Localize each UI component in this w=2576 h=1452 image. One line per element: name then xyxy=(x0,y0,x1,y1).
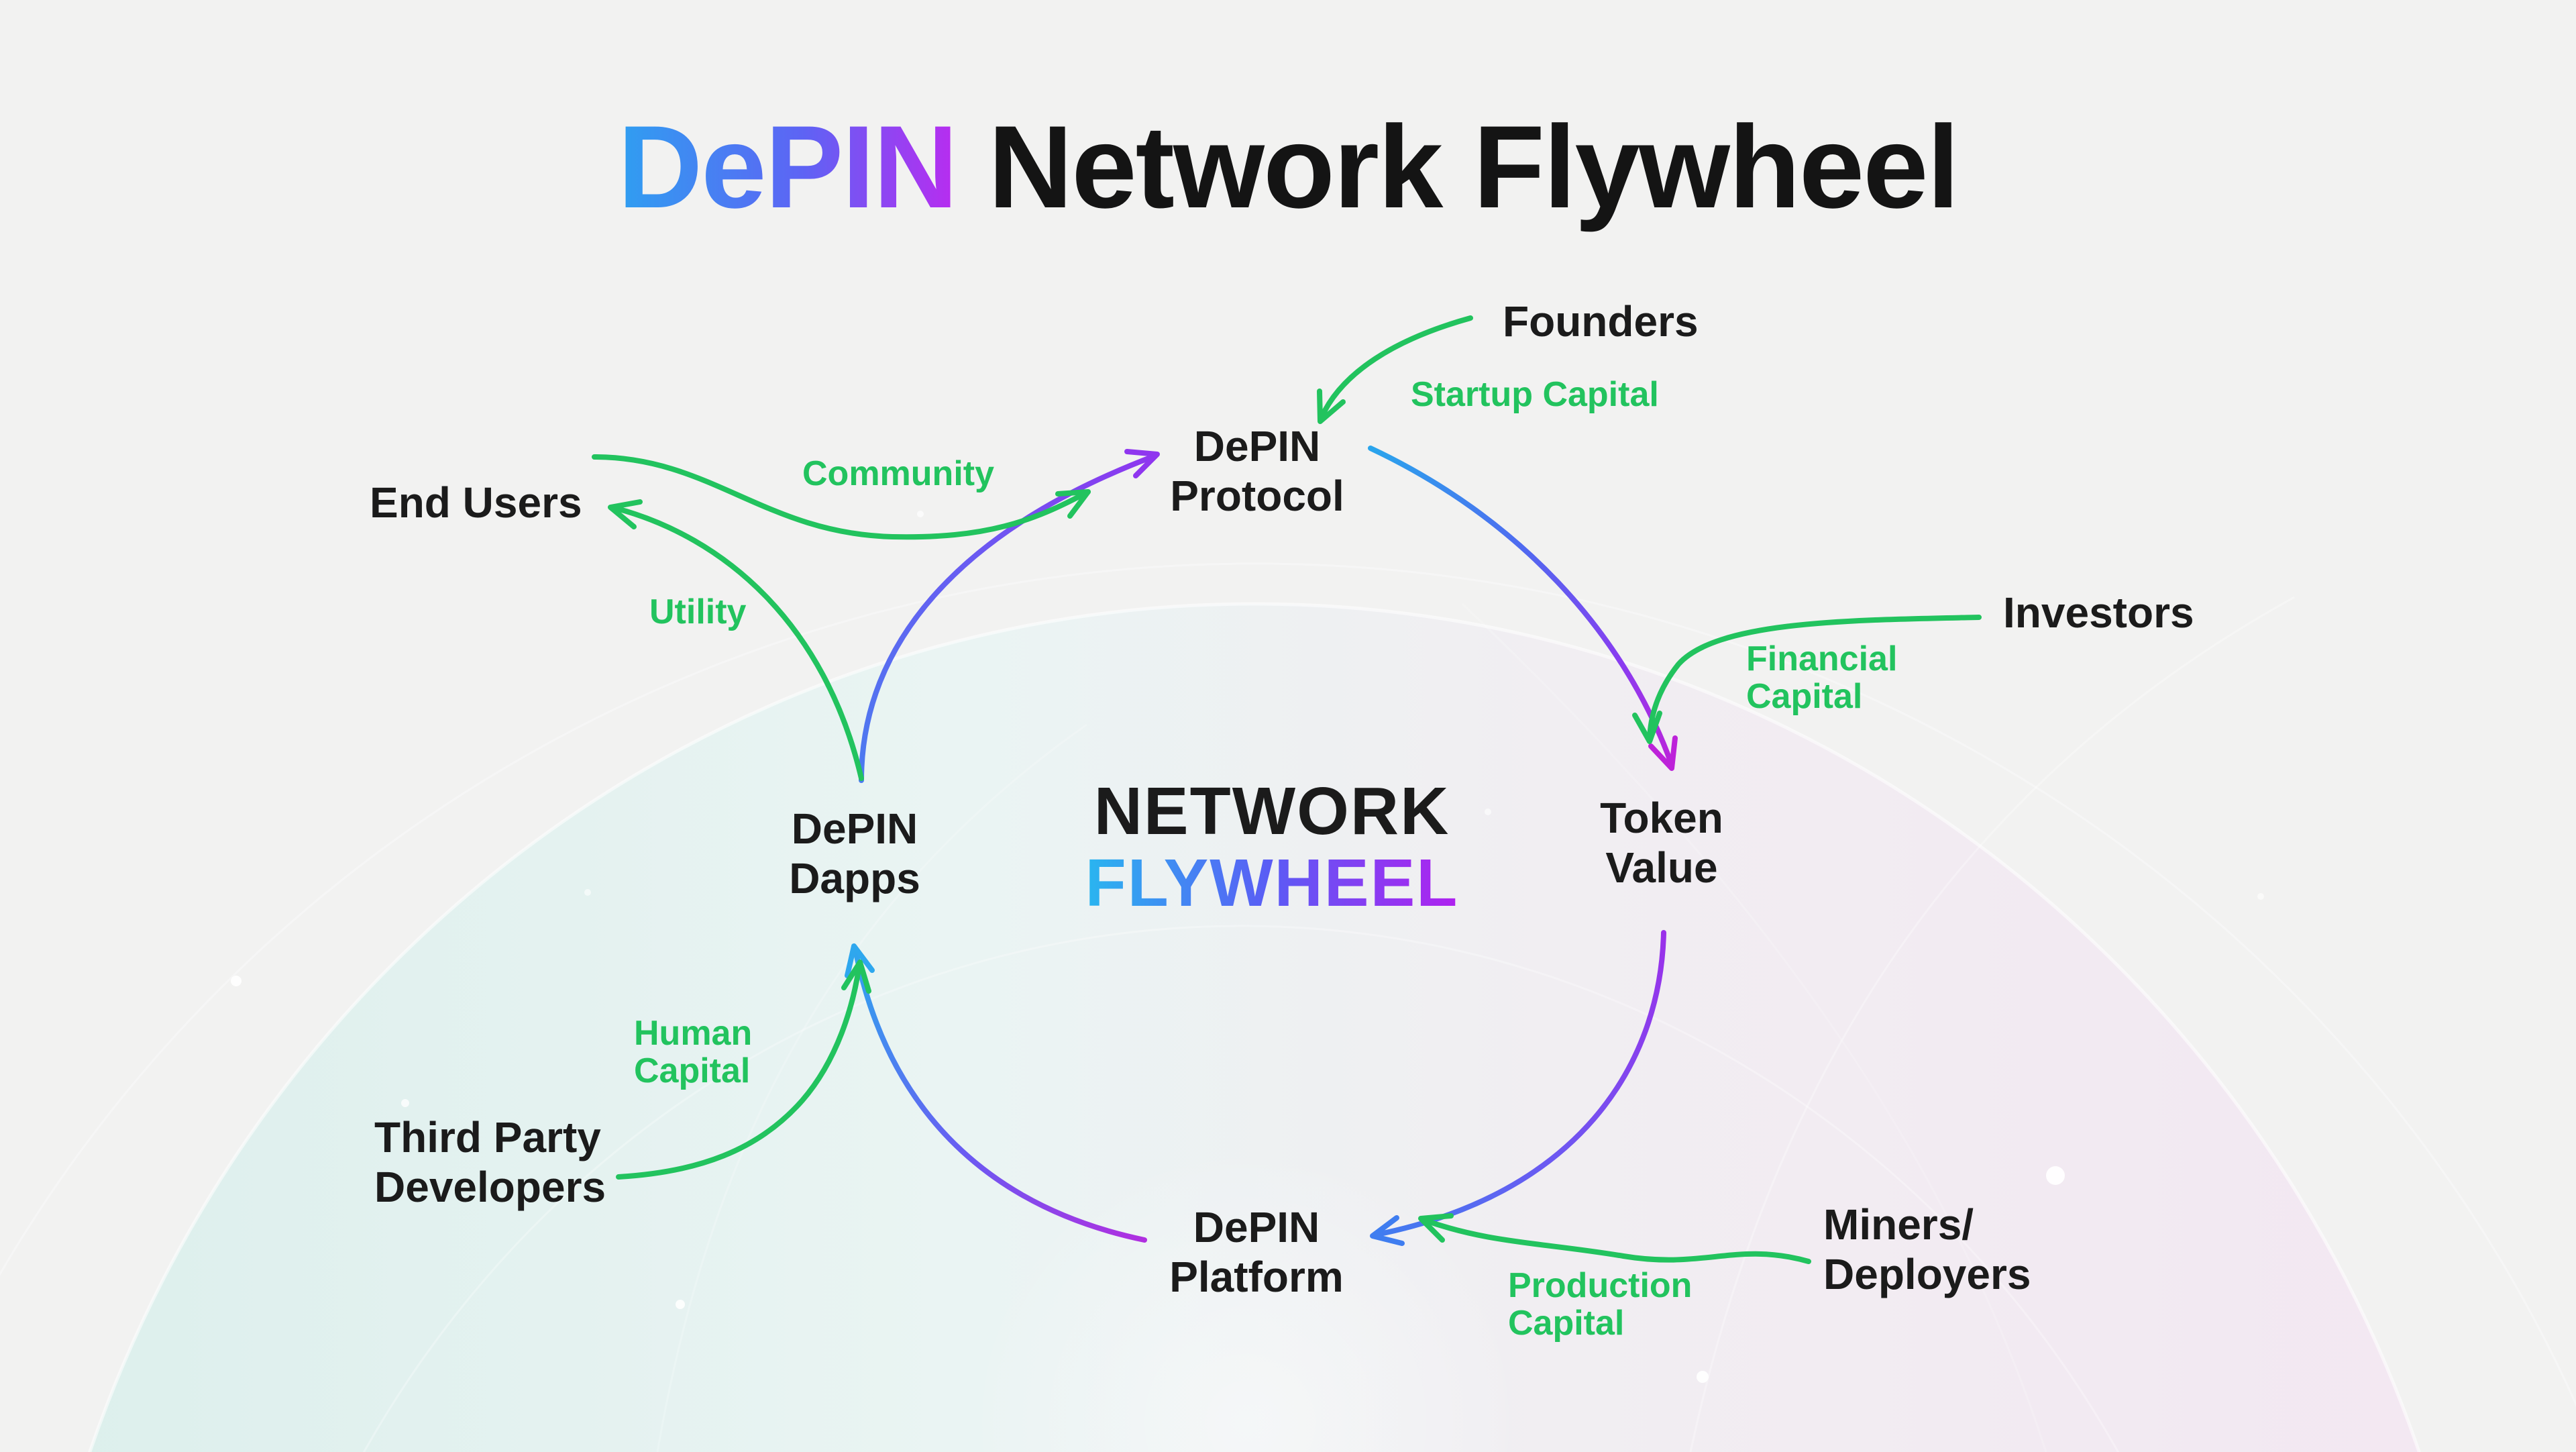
globe-glow xyxy=(966,1141,1529,1452)
flow-label-community: Community xyxy=(802,454,994,493)
title-rest: Network Flywheel xyxy=(957,102,1960,233)
actor-miners-deployers: Miners/Deployers xyxy=(1823,1200,2031,1298)
title-highlight: DePIN xyxy=(617,102,958,233)
globe-inner-arc xyxy=(363,925,2119,1452)
arrowhead-token-to-platform-icon xyxy=(1370,1215,1405,1246)
actor-investors: Investors xyxy=(2003,588,2194,637)
arrow-community xyxy=(592,454,1091,540)
arrowhead-utility-icon xyxy=(608,499,643,529)
globe-meridian-left xyxy=(656,723,1087,1452)
globe-sphere xyxy=(90,604,2419,1452)
arrowhead-protocol-to-token-icon xyxy=(1648,735,1678,771)
arrow-founders xyxy=(1319,315,1473,420)
arrow-platform-to-dapps xyxy=(853,950,1147,1243)
center-caption-line2: FLYWHEEL xyxy=(1085,845,1459,921)
globe-meridian-mid xyxy=(1461,603,2047,1452)
actor-founders: Founders xyxy=(1503,297,1699,346)
globe-outer-arc xyxy=(0,563,2576,1408)
flow-label-startup-capital: Startup Capital xyxy=(1411,375,1659,414)
star-dots xyxy=(231,511,2264,1383)
arrow-token-to-platform xyxy=(1374,930,1666,1237)
arrowhead-founders-icon xyxy=(1317,388,1346,424)
globe-rim-arc xyxy=(88,603,2421,1452)
arrowhead-platform-to-dapps-icon xyxy=(845,943,875,978)
center-caption-line1: NETWORK xyxy=(1093,774,1450,849)
actor-end-users: End Users xyxy=(370,478,582,527)
arrow-developers xyxy=(616,962,862,1180)
arrowhead-investors-icon xyxy=(1632,711,1662,744)
arrow-protocol-to-token xyxy=(1368,446,1674,768)
globe-meridian-right xyxy=(1689,596,2295,1452)
arrowhead-community-icon xyxy=(1055,489,1091,519)
arrow-dapps-to-protocol xyxy=(859,454,1157,783)
page-title: DePIN Network Flywheel xyxy=(617,102,1960,233)
arrowhead-miners-icon xyxy=(1418,1213,1454,1243)
arrowhead-dapps-to-protocol-icon xyxy=(1124,449,1160,478)
arrow-miners xyxy=(1421,1217,1811,1264)
flow-label-utility: Utility xyxy=(649,592,747,631)
arrowhead-developers-icon xyxy=(841,960,871,994)
arrow-utility xyxy=(612,505,864,781)
arrow-investors xyxy=(1647,615,1982,742)
